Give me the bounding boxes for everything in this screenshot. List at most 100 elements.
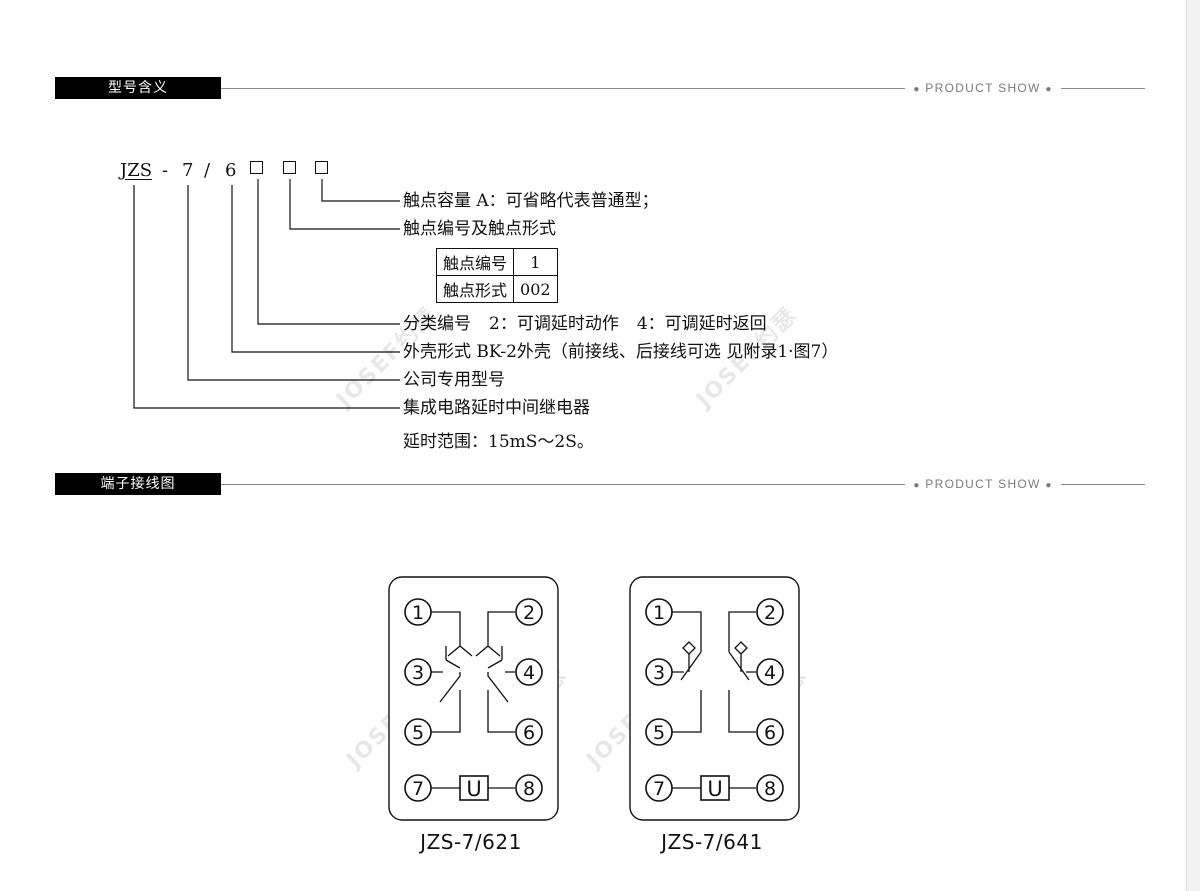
terminal-5 [645,718,673,746]
terminal-8 [515,774,543,802]
classification-option-1: 2：可调延时动作 [489,314,619,334]
terminal-label: 2 [523,602,535,624]
product-show-label: ● PRODUCT SHOW ● [911,473,1055,495]
terminal-3 [645,658,673,686]
leader-company [187,185,400,381]
model-prefix: JZS [120,158,152,184]
terminal-3 [404,658,432,686]
page-right-border [1186,0,1200,891]
terminal-1 [404,598,432,626]
code-box-capacity [315,161,328,174]
model-dash: - [162,160,169,181]
coil-label: U [707,777,722,801]
model-series: 7 [182,160,194,181]
contact-table: 触点编号 1 触点形式 002 [435,248,558,303]
terminal-label: 8 [764,778,776,800]
model-slash: / [204,160,211,181]
desc-circuit: 集成电路延时中间继电器 [403,398,590,418]
terminal-2 [515,598,543,626]
bullet-icon: ● [913,480,921,491]
terminal-label: 7 [653,778,665,800]
section-rule-left [221,88,905,89]
model-prefix-text: JZS [120,160,153,181]
terminal-label: 4 [523,662,535,684]
code-box-contact [283,161,296,174]
section-tag-wiring: 端子接线图 [55,473,221,495]
table-cell-value: 1 [513,248,558,276]
terminal-label: 3 [653,662,665,684]
leader-classification [257,179,400,325]
terminal-label: 1 [653,602,665,624]
table-cell-label: 触点编号 [435,248,515,276]
desc-contact-form: 触点编号及触点形式 [403,219,556,239]
bullet-icon: ● [1045,480,1053,491]
terminal-2 [756,598,784,626]
contact-right-lower [728,690,756,733]
section-rule-right [1061,88,1145,89]
terminal-8 [756,774,784,802]
terminal-label: 8 [523,778,535,800]
table-cell-label: 触点形式 [435,275,515,303]
bullet-icon: ● [913,84,921,95]
table-row: 触点形式 002 [435,275,558,303]
wiring-diagram-621: U 1 2 3 4 5 6 7 8 [388,576,559,821]
terminal-5 [404,718,432,746]
product-show-label: ● PRODUCT SHOW ● [911,77,1055,99]
model-digit: 6 [225,160,237,181]
terminal-label: 3 [412,662,424,684]
coil-box [459,775,489,801]
contact-right-upper [475,611,515,657]
terminal-label: 6 [523,722,535,744]
wiring-diagram-641: U 1 2 3 4 5 6 7 8 [629,576,800,821]
terminal-label: 1 [412,602,424,624]
product-show-text: PRODUCT SHOW [925,477,1041,491]
section-header-model: 型号含义 ● PRODUCT SHOW ● [55,77,1145,99]
coil-box [700,775,730,801]
contact-left-upper [431,611,473,657]
terminal-label: 2 [764,602,776,624]
leader-housing [231,185,400,353]
terminal-1 [645,598,673,626]
terminal-7 [404,774,432,802]
contact-left-upper [672,611,702,681]
section-header-wiring: 端子接线图 ● PRODUCT SHOW ● [55,473,1145,495]
leader-capacity [321,179,400,202]
terminal-4 [515,658,543,686]
terminal-6 [756,718,784,746]
contact-left-lower [431,671,461,733]
desc-delay-range: 延时范围：15mS～2S。 [403,432,594,452]
section-tag-model: 型号含义 [55,77,221,99]
terminal-label: 5 [653,722,665,744]
terminal-7 [645,774,673,802]
relay-frame [388,576,559,821]
desc-company: 公司专用型号 [403,370,505,390]
classification-label: 分类编号 [403,314,471,334]
contact-right-upper [728,611,756,681]
table-cell-value: 002 [513,275,558,303]
coil-label: U [466,777,481,801]
terminal-4 [756,658,784,686]
terminal-label: 5 [412,722,424,744]
contact-left-symbol [445,646,461,669]
terminal-label: 6 [764,722,776,744]
diagram-caption-621: JZS-7/621 [420,830,522,854]
section-rule-right [1061,484,1145,485]
contact-left-lower [672,690,702,733]
leader-contact-form [289,179,400,230]
code-box-classification [250,161,263,174]
diagram-caption-641: JZS-7/641 [661,830,763,854]
contact-left-symbol [672,641,696,673]
product-show-text: PRODUCT SHOW [925,81,1041,95]
relay-frame [629,576,800,821]
terminal-6 [515,718,543,746]
contact-right-symbol [487,646,503,669]
terminal-label: 4 [764,662,776,684]
leader-circuit [133,185,400,409]
table-row: 触点编号 1 [435,248,558,276]
section-rule-left [221,484,905,485]
contact-right-symbol [734,641,756,673]
desc-housing: 外壳形式 BK-2外壳（前接线、后接线可选 见附录1·图7） [403,342,839,362]
contact-right-lower [487,671,515,733]
